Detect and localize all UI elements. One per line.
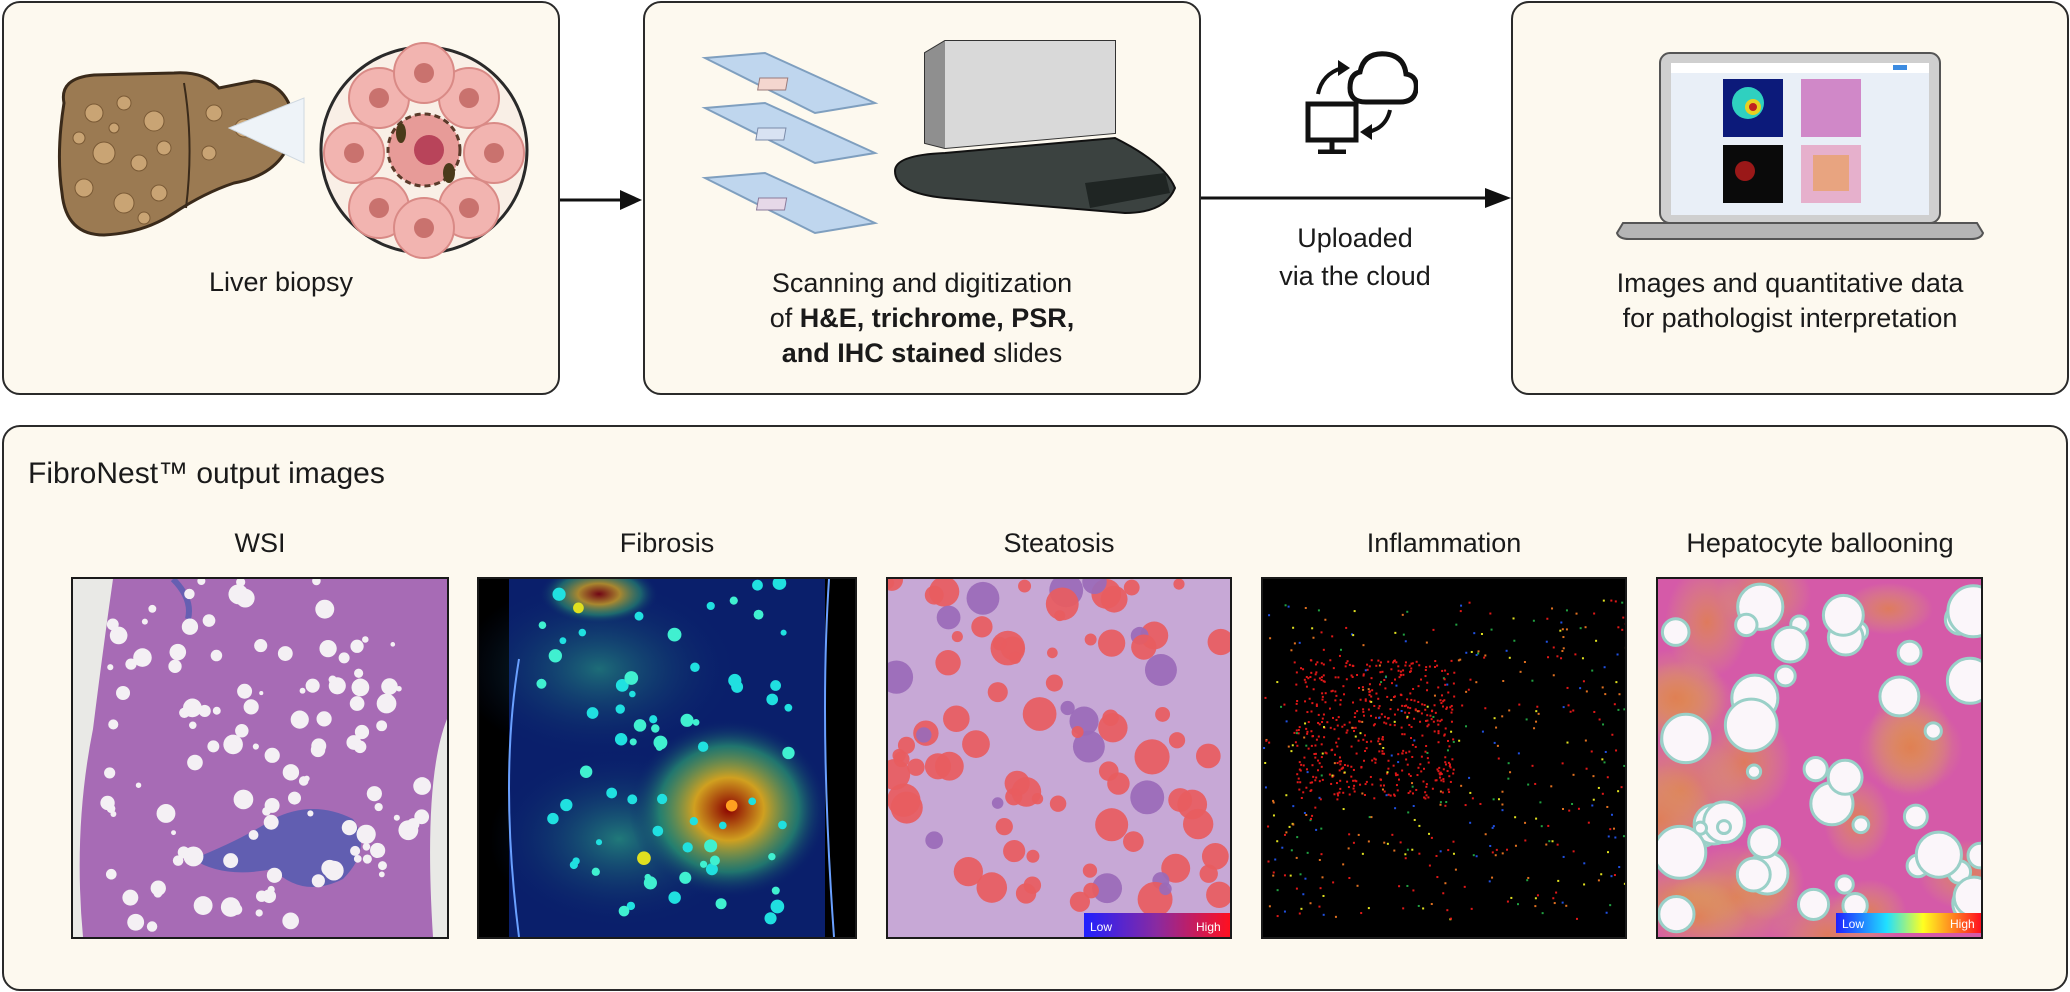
inflammation-image	[1261, 577, 1627, 939]
panel-label-fibrosis: Fibrosis	[619, 528, 715, 558]
fibrosis-image	[477, 577, 857, 939]
wsi-image	[71, 577, 449, 939]
panel-label-steatosis: Steatosis	[1003, 528, 1115, 558]
steatosis-legend-low: Low	[1090, 920, 1112, 934]
scanner-illustration	[701, 40, 1177, 235]
slide-stack	[701, 51, 879, 235]
arrow-1	[560, 188, 644, 212]
scanning-box: Scanning and digitization of H&E, trichr…	[643, 1, 1201, 395]
steatosis-image: Low High	[886, 577, 1232, 939]
liver-illustration	[57, 42, 529, 259]
steatosis-legend-high: High	[1196, 920, 1221, 934]
ballooning-legend-high: High	[1950, 917, 1975, 931]
ballooning-legend-low: Low	[1842, 917, 1864, 931]
biopsy-box: Liver biopsy	[2, 1, 560, 395]
results-box: Images and quantitative data for patholo…	[1511, 1, 2069, 395]
upload-caption: Uploaded via the cloud	[1279, 223, 1431, 291]
results-caption: Images and quantitative data for patholo…	[1616, 268, 1964, 333]
arrow-2	[1201, 186, 1513, 210]
cloud-upload-icon	[1305, 51, 1418, 154]
output-title: FibroNest™ output images	[28, 457, 385, 490]
ballooning-image: Low High	[1656, 577, 1983, 939]
panel-label-ballooning: Hepatocyte ballooning	[1686, 528, 1954, 558]
panel-label-inflammation: Inflammation	[1366, 528, 1522, 558]
panel-label-wsi: WSI	[234, 528, 286, 558]
biopsy-caption: Liver biopsy	[208, 267, 354, 297]
scanning-caption: Scanning and digitization of H&E, trichr…	[769, 268, 1075, 368]
laptop-illustration	[1615, 52, 1985, 240]
scanner-device	[893, 40, 1177, 215]
